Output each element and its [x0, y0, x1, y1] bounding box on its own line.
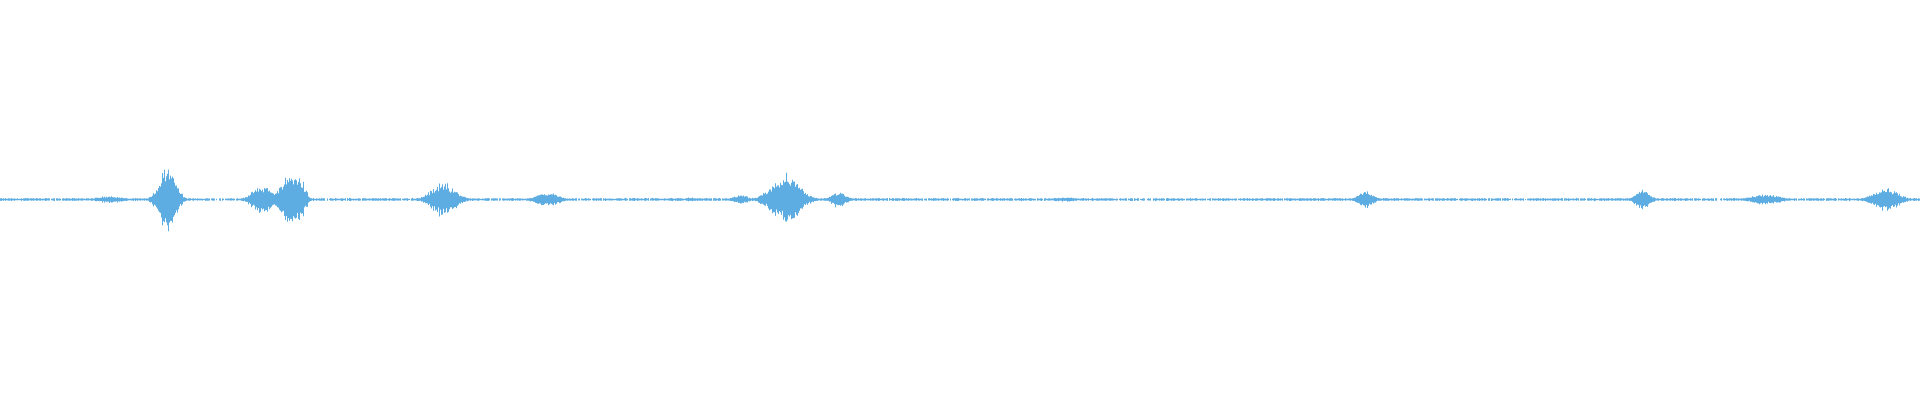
waveform-trace	[0, 169, 1920, 232]
